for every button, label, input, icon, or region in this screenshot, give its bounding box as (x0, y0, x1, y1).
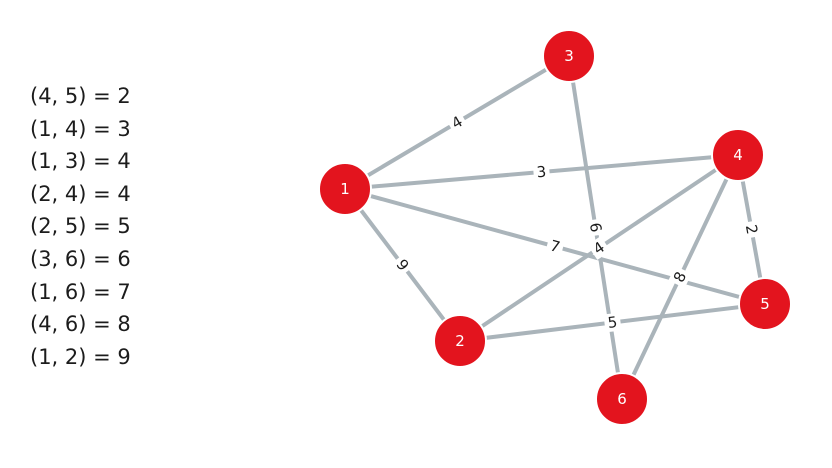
node-label: 5 (760, 295, 770, 313)
node-label: 4 (733, 146, 743, 164)
edge-weight-label: 2 (742, 223, 761, 236)
node-label: 6 (617, 390, 627, 408)
node-label: 3 (564, 47, 574, 65)
edge-label-background (603, 312, 622, 333)
node-label: 2 (455, 332, 465, 350)
node-2 (433, 314, 487, 368)
nodes-layer: 1 2 3 4 5 6 (318, 29, 792, 426)
edge-weight-item: (3, 6) = 6 (30, 246, 131, 271)
node-6 (595, 372, 649, 426)
node-3 (542, 29, 596, 83)
edge-weight-item: (1, 4) = 3 (30, 116, 131, 141)
node-1 (318, 162, 372, 216)
edge-weight-item: (2, 5) = 5 (30, 214, 131, 239)
edge-label-background (445, 110, 469, 135)
edge-weight-item: (2, 4) = 4 (30, 181, 131, 206)
node-4 (711, 128, 765, 182)
edge-weight-list: (4, 5) = 2 (1, 4) = 3 (1, 3) = 4 (2, 4) … (30, 80, 131, 373)
edge-label-background (587, 236, 611, 260)
edge-label-background (544, 235, 566, 258)
edge-label-background (532, 162, 551, 182)
edge-weight-item: (4, 5) = 2 (30, 84, 131, 108)
node-5 (738, 277, 792, 331)
edge-weight-item: (1, 6) = 7 (30, 279, 131, 304)
edge-weight-label: 5 (607, 313, 619, 332)
edge-weight-item: (1, 2) = 9 (30, 344, 131, 369)
edge-weight-label: 6 (586, 221, 605, 233)
edge-label-background (585, 218, 606, 237)
node-label: 1 (340, 180, 350, 198)
edge-label-background (741, 220, 762, 239)
edge-weight-label: 3 (536, 163, 547, 182)
edge-weight-item: (4, 6) = 8 (30, 312, 131, 337)
edge-label-background (390, 253, 415, 277)
edge-weight-label: 7 (548, 237, 562, 257)
edge-weight-item: (1, 3) = 4 (30, 149, 131, 174)
edge-label-background (668, 265, 692, 289)
